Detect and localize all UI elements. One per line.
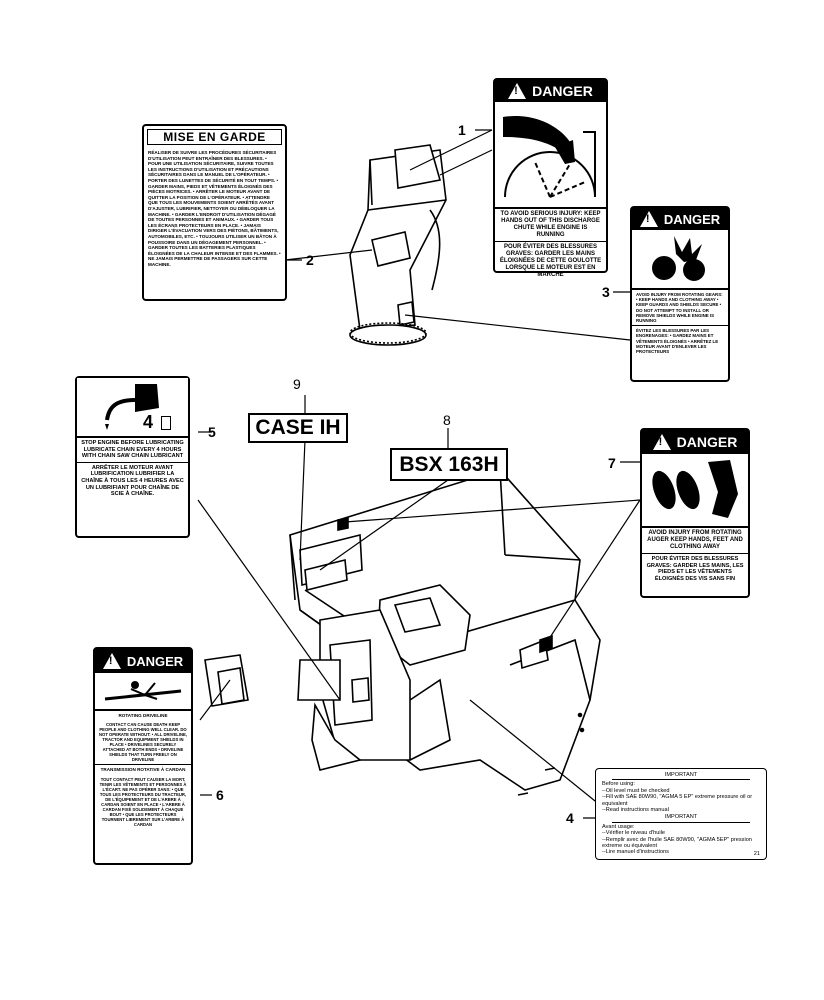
decal-5-french-text: ARRÊTER LE MOTEUR AVANT LUBRIFICATION LU… [81, 464, 184, 498]
hourglass-icon [161, 416, 171, 430]
driveline-sub-en: ROTATING DRIVELINE [118, 713, 168, 718]
driveline-entanglement-pictogram [95, 673, 191, 711]
leader-lines [197, 129, 641, 819]
decal-6-danger-driveline: DANGER ROTATING DRIVELINE CONTACT CAN CA… [93, 647, 193, 865]
hand-chute-icon [503, 116, 596, 198]
important-title-fr: IMPORTANT [664, 814, 698, 821]
oil-can-icon [105, 384, 159, 430]
decal-5-english-text: STOP ENGINE BEFORE LUBRICATING LUBRICATE… [81, 440, 184, 460]
callout-9: 9 [293, 376, 301, 392]
rotating-auger-icon [652, 460, 738, 518]
callout-8: 8 [443, 412, 451, 428]
auger-pictogram [642, 454, 748, 528]
gears-pictogram [632, 230, 728, 290]
item-fr: --Remplir avec de l'huile SAE 80W90, "AG… [602, 836, 752, 850]
item-fr: --Vérifier le niveau d'huile [602, 830, 665, 837]
item-en: --Read instructions manual [602, 807, 669, 814]
important-title-en: IMPORTANT [664, 772, 698, 778]
callout-4: 4 [566, 810, 574, 826]
callout-7: 7 [608, 455, 616, 471]
decal-3-danger-gears: DANGER AVOID INJURY FROM ROTATING GEARS:… [630, 206, 730, 382]
four-hours-number: 4 [143, 412, 154, 432]
danger-header: DANGER [495, 80, 606, 102]
decal-8-model-bsx163h: BSX 163H [390, 448, 508, 481]
avant-usage-label: Avant usage: [602, 823, 635, 830]
decal-7-french-text: POUR ÉVITER DES BLESSURES GRAVES: GARDER… [646, 556, 744, 582]
decal-1-danger-chute: DANGER TO AVOID SERIOUS INJURY: KEEP HAN… [493, 78, 608, 278]
callout-3: 3 [602, 284, 610, 300]
decal-7-danger-auger: DANGER AVOID INJURY FROM ROTATING AUGER … [640, 428, 750, 598]
decal-2-mise-en-garde: MISE EN GARDE RÉALISER DE SUIVRE LES PRO… [142, 124, 287, 301]
decal-7-english-text: AVOID INJURY FROM ROTATING AUGER KEEP HA… [647, 530, 743, 550]
callout-2: 2 [306, 252, 314, 268]
danger-header: DANGER [95, 649, 191, 673]
driveline-shield-drawing [204, 654, 249, 707]
rotating-gears-icon [652, 236, 705, 281]
decal-6-french-text: TOUT CONTACT PEUT CAUSER LA MORT. TENIR … [99, 776, 187, 827]
danger-header: DANGER [632, 208, 728, 230]
callout-1: 1 [458, 122, 466, 138]
decal-1-english-text: TO AVOID SERIOUS INJURY: KEEP HANDS OUT … [500, 211, 601, 238]
hand-in-chute-pictogram [495, 102, 606, 209]
warning-triangle-icon [102, 653, 121, 669]
decal-6-english-text: CONTACT CAN CAUSE DEATH KEEP PEOPLE AND … [99, 722, 187, 763]
snowblower-body-drawing [289, 469, 601, 796]
decal-9-case-ih: CASE IH [248, 413, 348, 443]
oil-can-pictogram: 4 [77, 378, 188, 438]
decal-1-french-text: POUR ÉVITER DES BLESSURES GRAVES: GARDER… [499, 244, 602, 278]
decal-code: 21 [753, 850, 760, 857]
person-entangled-icon [104, 681, 182, 701]
danger-header: DANGER [642, 430, 748, 454]
callout-5: 5 [208, 424, 216, 440]
item-fr: --Lire manuel d'instructions [602, 849, 669, 856]
driveline-sub-fr: TRANSMISSION ROTATIVE À CARDAN [100, 767, 186, 773]
warning-triangle-icon [508, 83, 527, 99]
before-using-label: Before using: [602, 781, 635, 788]
callout-6: 6 [216, 787, 224, 803]
decal-3-french-text: ÉVITEZ LES BLESSURES PAR LES ENGRENAGES:… [636, 328, 719, 355]
item-en: --Fill with SAE 80W90, "AGMA 5 EP" extre… [602, 794, 753, 807]
discharge-chute-drawing [349, 144, 447, 346]
decal-4-important-oil: IMPORTANT Before using: --Oil level must… [595, 768, 767, 860]
item-en: --Oil level must be checked [602, 787, 670, 794]
warning-triangle-icon [652, 434, 671, 450]
decal-2-body-text: RÉALISER DE SUIVRE LES PROCÉDURES SÉCURI… [148, 150, 281, 267]
warning-triangle-icon [639, 211, 658, 227]
mise-en-garde-header: MISE EN GARDE [147, 129, 282, 145]
decal-5-lubricate-chain: 4 STOP ENGINE BEFORE LUBRICATING LUBRICA… [75, 376, 190, 538]
decal-3-english-text: AVOID INJURY FROM ROTATING GEARS: • KEEP… [636, 292, 723, 324]
